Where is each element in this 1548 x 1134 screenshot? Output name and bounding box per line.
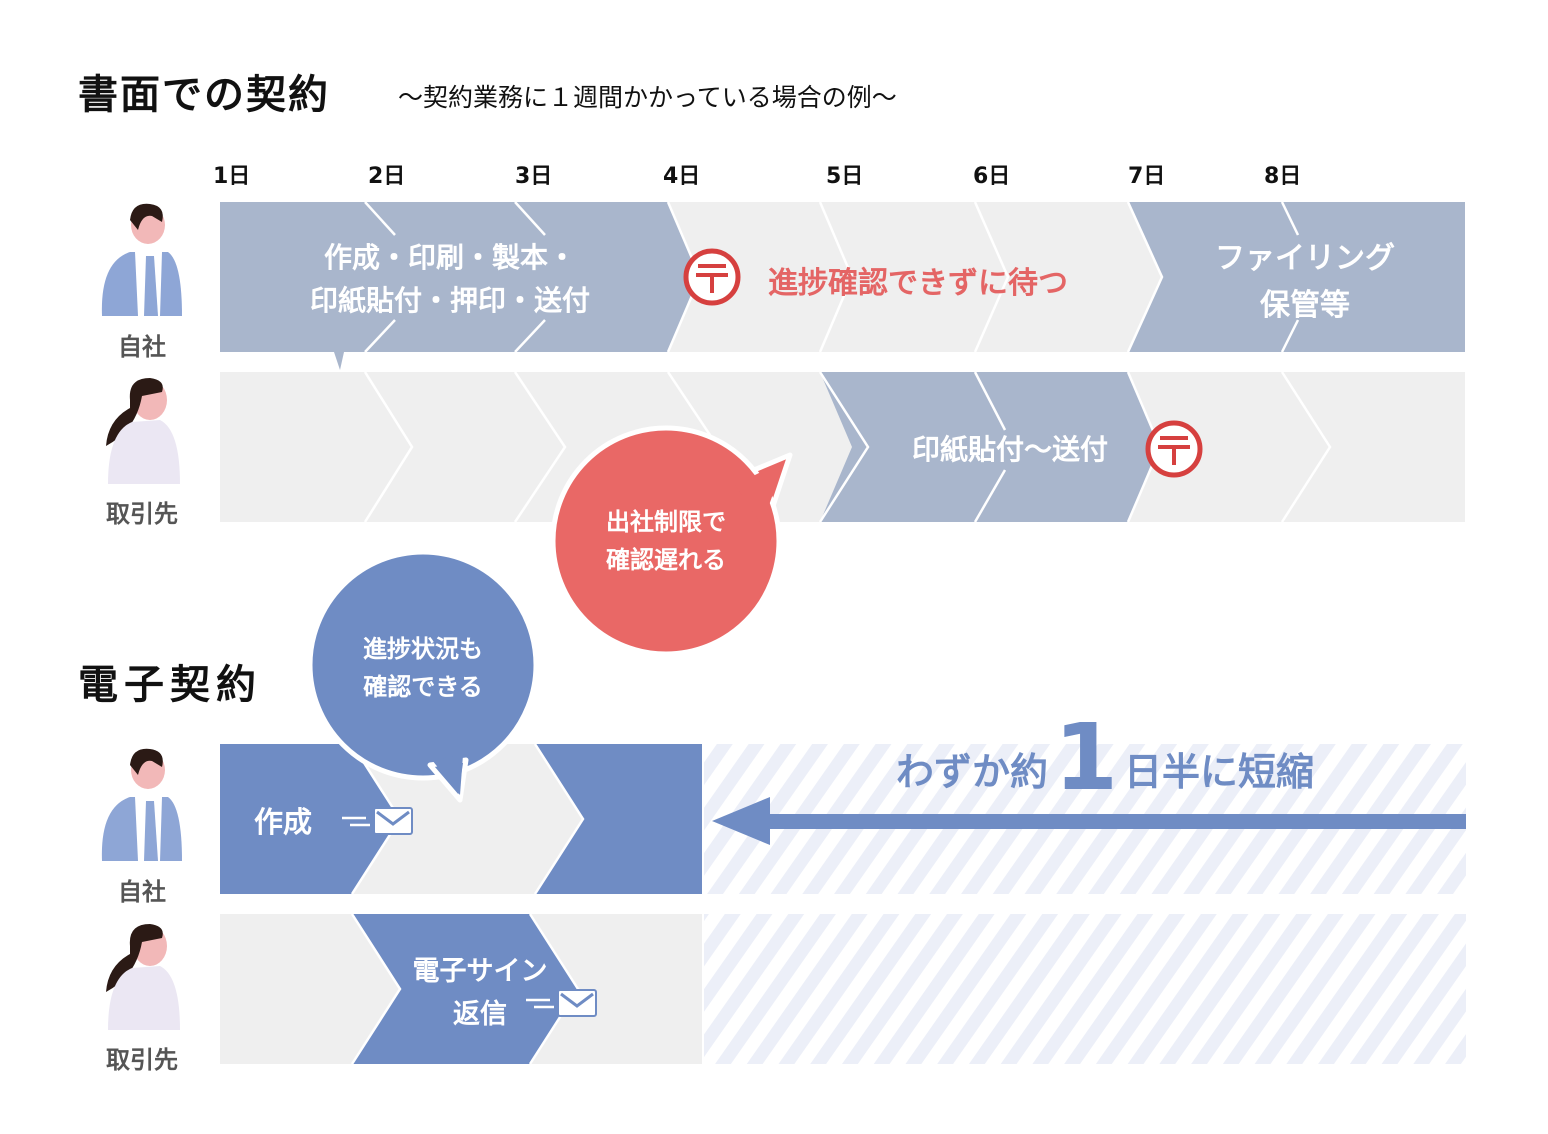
- paper-own-step1-text: 作成・印刷・製本・ 印紙貼付・押印・送付: [240, 236, 660, 323]
- step-text-line: 作成・印刷・製本・: [323, 241, 576, 274]
- paper-own-step3-text: ファイリング 保管等: [1170, 236, 1440, 329]
- waiting-text: 進捗確認できずに待つ: [768, 266, 1068, 301]
- paper-partner-lane: [220, 371, 1465, 523]
- paper-section-title: 書面での契約: [78, 72, 330, 118]
- paper-section-subtitle: ～契約業務に１週間かかっている場合の例～: [398, 83, 897, 112]
- bubble-line: 出社制限で: [606, 508, 726, 536]
- waiting-step: [352, 744, 583, 894]
- electronic-section-title: 電子契約: [78, 662, 262, 708]
- step-text-line: ファイリング: [1215, 241, 1395, 276]
- day-label: 6日: [973, 164, 1011, 189]
- electronic-own-step-text: 作成: [254, 805, 313, 839]
- step-text-line: 保管等: [1260, 287, 1350, 323]
- own-company-avatar-icon: [101, 203, 182, 316]
- step-filing: [1128, 202, 1465, 352]
- partner-avatar-icon: [106, 924, 180, 1030]
- delay-speech-bubble: [550, 425, 793, 657]
- partner-label: 取引先: [106, 500, 178, 528]
- result-number: 1: [1054, 704, 1119, 811]
- step-stamp-send: [820, 372, 1160, 522]
- day-label: 8日: [1264, 164, 1302, 189]
- own-company-label: 自社: [118, 333, 166, 361]
- day-label: 4日: [663, 164, 701, 189]
- day-label: 7日: [1128, 164, 1166, 189]
- paper-partner-step-text: 印紙貼付～送付: [911, 433, 1108, 466]
- day-separators: [363, 371, 1332, 523]
- delay-bubble-text: 出社制限で 確認遅れる: [566, 503, 766, 580]
- step-text-line: 電子サイン: [412, 956, 548, 987]
- postal-icon: [1145, 420, 1203, 478]
- result-suffix: 日半に短縮: [1124, 750, 1315, 794]
- progress-bubble-text: 進捗状況も 確認できる: [323, 630, 523, 707]
- paper-own-lane: [220, 201, 1465, 370]
- bubble-line: 確認できる: [363, 673, 483, 702]
- day-label: 2日: [368, 164, 406, 189]
- day-label: 5日: [826, 164, 864, 189]
- mail-icon: [342, 807, 413, 835]
- step-text-line: 返信: [453, 999, 507, 1031]
- electronic-partner-step-text: 電子サイン 返信: [400, 950, 560, 1036]
- own-company-avatar-icon: [101, 748, 182, 861]
- progress-speech-bubble: [307, 549, 539, 803]
- day-label: 3日: [515, 164, 553, 189]
- bubble-line: 確認遅れる: [606, 546, 726, 575]
- result-prefix: わずか約: [896, 750, 1049, 794]
- saved-time-area: [704, 914, 1466, 1064]
- shortening-arrow-icon: [712, 797, 1466, 845]
- step-text-line: 印紙貼付・押印・送付: [309, 284, 590, 318]
- bubble-line: 進捗状況も: [363, 635, 483, 663]
- electronic-partner-lane: [220, 913, 1466, 1065]
- day-label: 1日: [213, 164, 251, 189]
- partner-avatar-icon: [106, 378, 180, 484]
- step-create-send: [220, 202, 700, 352]
- sign-reply-step: [352, 914, 578, 1064]
- partner-label: 取引先: [106, 1046, 178, 1074]
- electronic-own-lane: [220, 743, 1466, 895]
- own-company-label: 自社: [118, 878, 166, 906]
- mail-icon: [526, 989, 597, 1017]
- postal-icon: [683, 248, 741, 306]
